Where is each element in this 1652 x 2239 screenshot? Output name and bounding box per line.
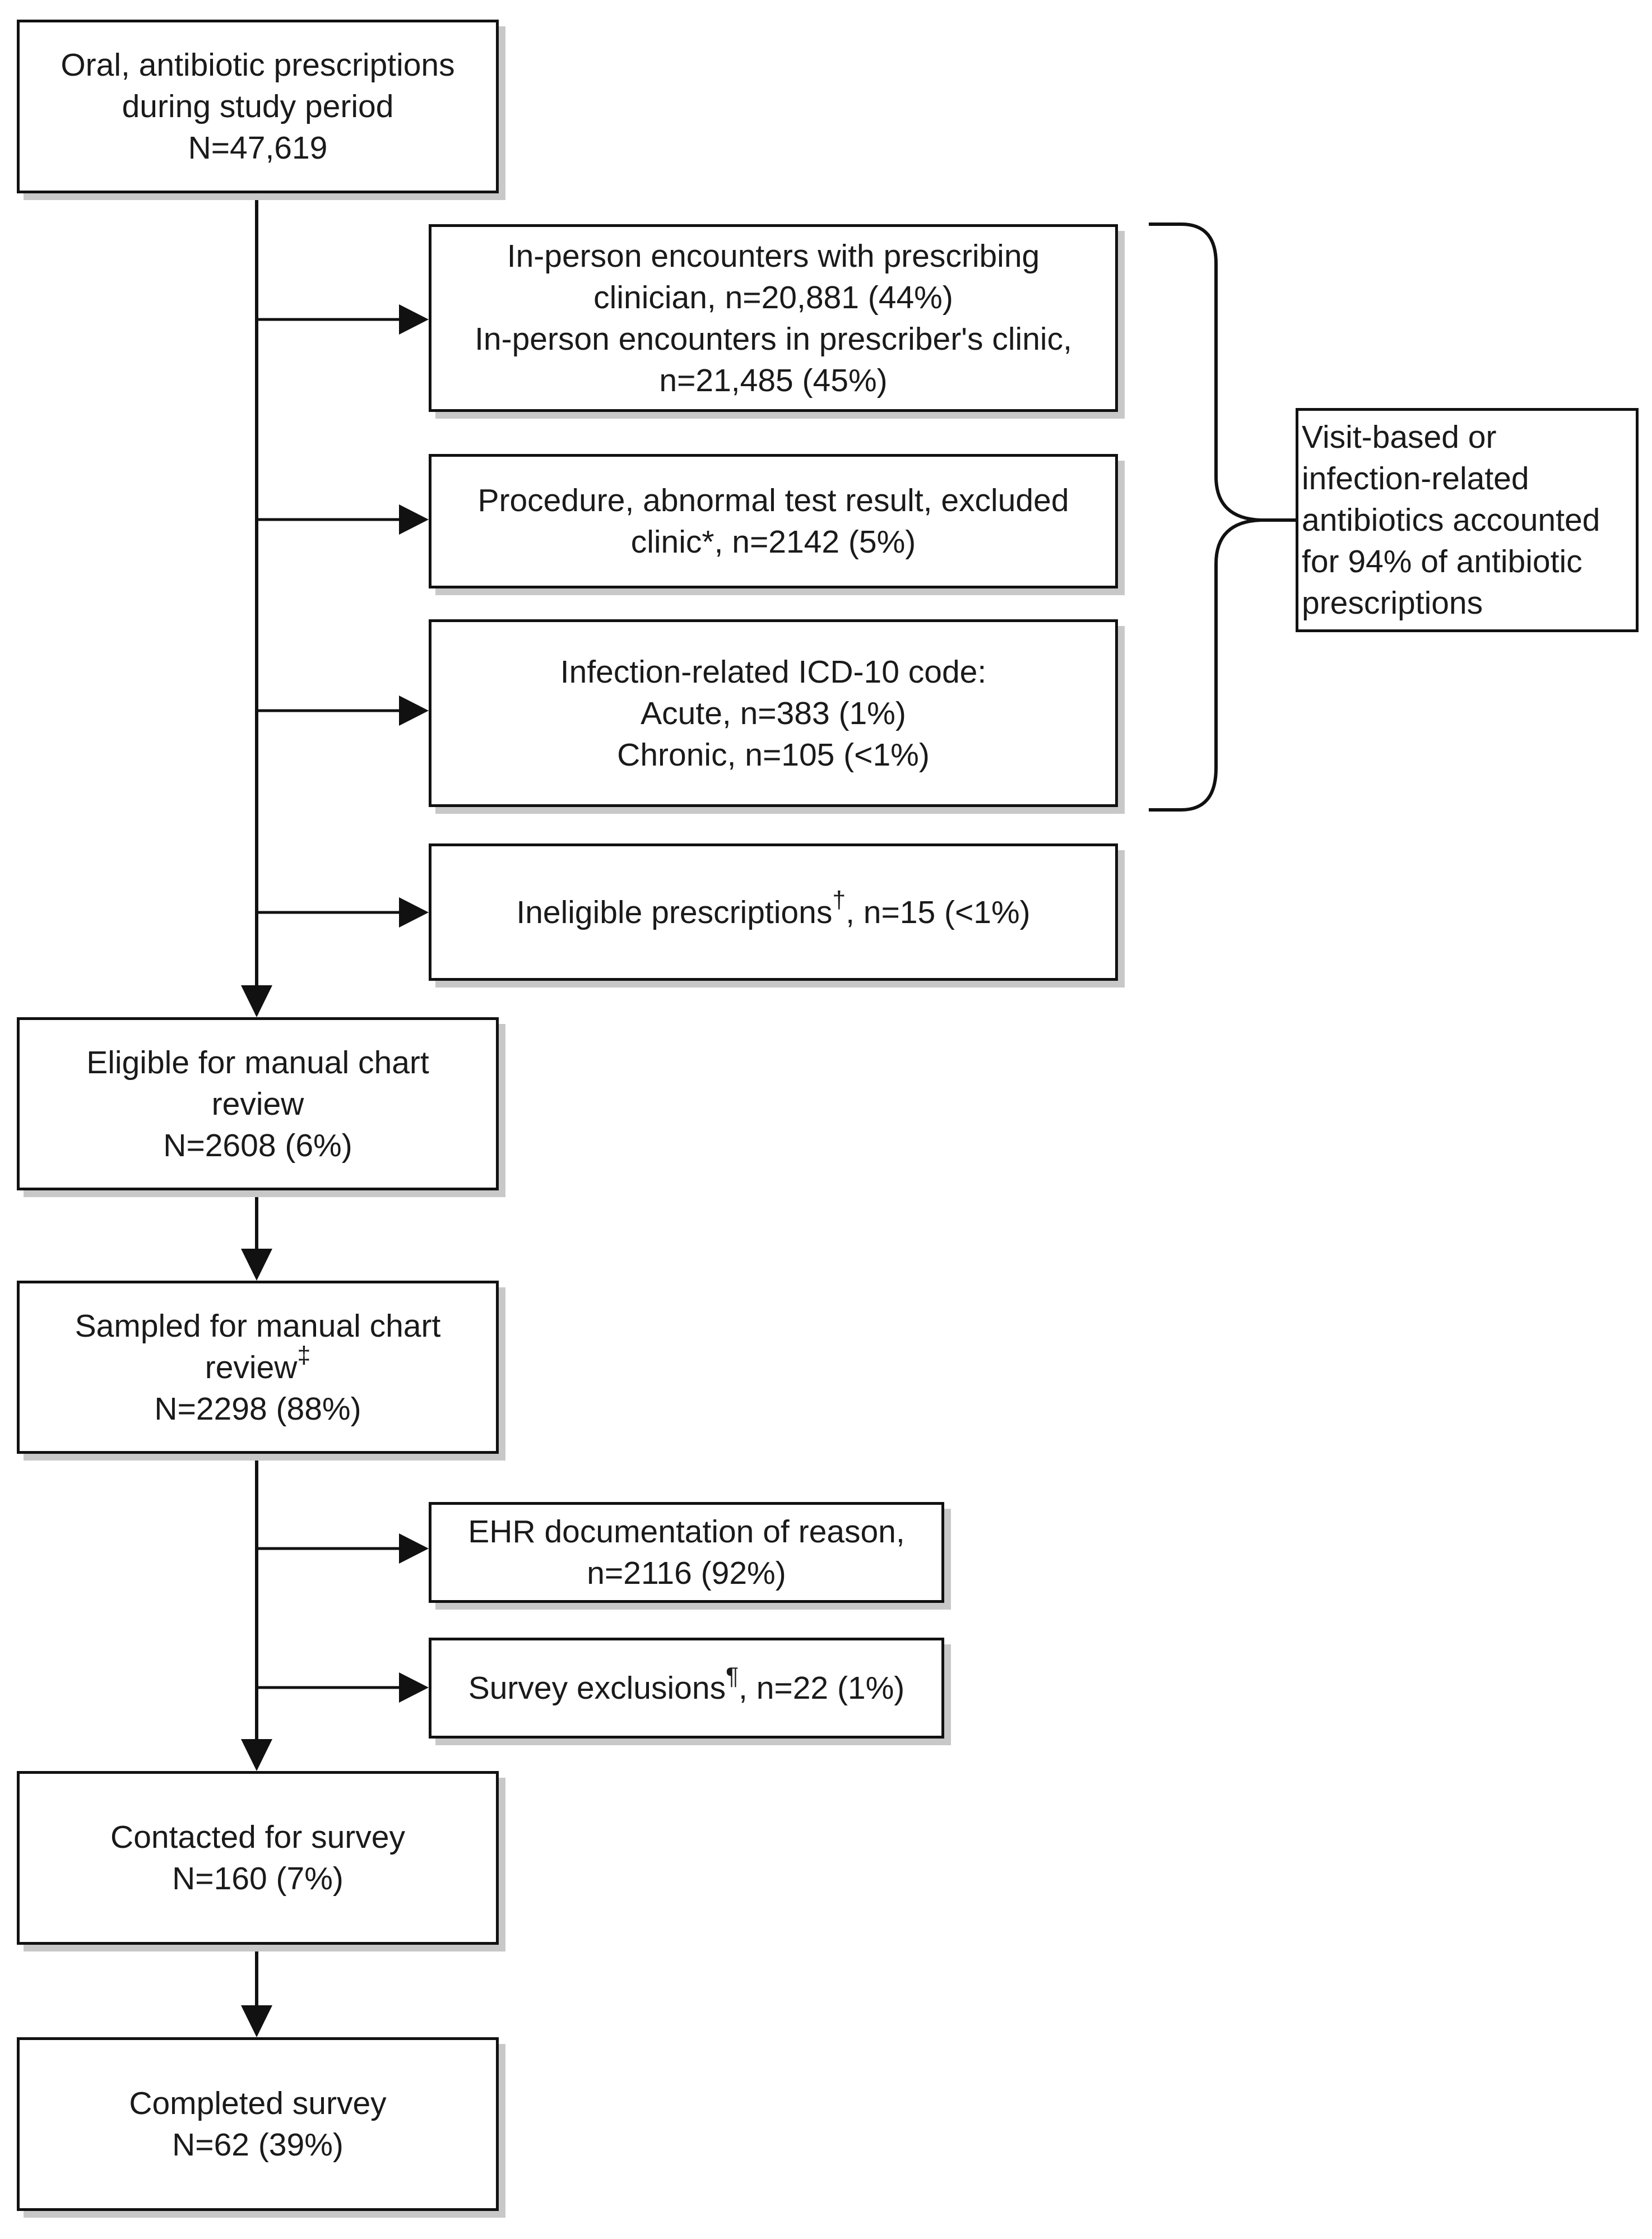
survey-exclusions-box: Survey exclusions¶, n=22 (1%)	[429, 1638, 944, 1739]
oral-prescriptions-count: N=47,619	[188, 130, 328, 166]
eligible-line2: review	[211, 1086, 304, 1122]
sampled-line2-wrap: review‡	[205, 1343, 311, 1388]
in-person-line3: In-person encounters in prescriber's cli…	[475, 321, 1072, 357]
infection-line3: Chronic, n=105 (<1%)	[617, 736, 930, 773]
grouping-brace	[1149, 222, 1261, 812]
in-person-line4: n=21,485 (45%)	[659, 362, 888, 398]
completed-line1: Completed survey	[129, 2085, 387, 2121]
infection-related-box: Infection-related ICD-10 code: Acute, n=…	[429, 619, 1118, 807]
ineligible-line: Ineligible prescriptions†, n=15 (<1%)	[516, 888, 1031, 933]
eligible-count: N=2608 (6%)	[163, 1127, 352, 1163]
ehr-line2: n=2116 (92%)	[587, 1555, 786, 1591]
note-line2: infection-related	[1302, 461, 1529, 497]
completed-box: Completed survey N=62 (39%)	[17, 2037, 499, 2211]
survey-exclusions-count: , n=22 (1%)	[739, 1670, 905, 1706]
ineligible-box: Ineligible prescriptions†, n=15 (<1%)	[429, 843, 1118, 981]
survey-exclusions-text: Survey exclusions	[468, 1670, 726, 1706]
in-person-encounters-box: In-person encounters with prescribing cl…	[429, 224, 1118, 412]
contacted-count: N=160 (7%)	[172, 1861, 344, 1897]
survey-exclusions-line: Survey exclusions¶, n=22 (1%)	[468, 1664, 905, 1709]
double-dagger-footnote-mark: ‡	[297, 1342, 311, 1369]
arrowhead-to-completed	[241, 2005, 272, 2037]
sampled-box: Sampled for manual chart review‡ N=2298 …	[17, 1281, 499, 1454]
arrowhead-to-procedure	[399, 504, 429, 535]
dagger-footnote-mark: †	[832, 887, 846, 914]
note-line1: Visit-based or	[1302, 419, 1497, 455]
note-line4: for 94% of antibiotic	[1302, 544, 1583, 580]
note-line5: prescriptions	[1302, 585, 1483, 621]
arrowhead-to-in-person	[399, 304, 429, 335]
procedure-line1: Procedure, abnormal test result, exclude…	[477, 483, 1069, 518]
infection-line2: Acute, n=383 (1%)	[641, 695, 906, 731]
arrowhead-to-eligible	[241, 985, 272, 1017]
visit-based-note-box: Visit-based or infection-related antibio…	[1296, 408, 1639, 632]
in-person-line2: clinician, n=20,881 (44%)	[593, 279, 953, 316]
procedure-box: Procedure, abnormal test result, exclude…	[429, 454, 1118, 588]
sampled-count: N=2298 (88%)	[154, 1390, 361, 1427]
sampled-line1: Sampled for manual chart	[75, 1308, 441, 1344]
arrowhead-to-ehr	[399, 1533, 429, 1564]
infection-line1: Infection-related ICD-10 code:	[560, 653, 987, 690]
ineligible-count: , n=15 (<1%)	[846, 894, 1031, 930]
note-line3: antibiotics accounted	[1302, 502, 1600, 538]
arrowhead-to-sampled	[241, 1249, 272, 1281]
ehr-documentation-box: EHR documentation of reason, n=2116 (92%…	[429, 1502, 944, 1603]
sampled-line2: review	[205, 1349, 298, 1385]
eligible-box: Eligible for manual chart review N=2608 …	[17, 1017, 499, 1190]
oral-prescriptions-line2: during study period	[122, 89, 394, 124]
eligible-line1: Eligible for manual chart	[86, 1044, 429, 1081]
contacted-box: Contacted for survey N=160 (7%)	[17, 1771, 499, 1945]
ehr-line1: EHR documentation of reason,	[468, 1514, 905, 1550]
ineligible-text: Ineligible prescriptions	[516, 894, 833, 930]
completed-count: N=62 (39%)	[172, 2127, 344, 2163]
oral-prescriptions-box: Oral, antibiotic prescriptions during st…	[17, 20, 499, 193]
procedure-line2: clinic*, n=2142 (5%)	[630, 524, 916, 560]
arrowhead-to-infection	[399, 696, 429, 726]
contacted-line1: Contacted for survey	[110, 1819, 405, 1855]
in-person-line1: In-person encounters with prescribing	[507, 238, 1040, 274]
oral-prescriptions-line1: Oral, antibiotic prescriptions	[61, 47, 455, 83]
arrowhead-to-contacted	[241, 1739, 272, 1771]
pilcrow-footnote-mark: ¶	[726, 1662, 739, 1690]
arrowhead-to-ineligible	[399, 897, 429, 928]
arrowhead-to-survey-exclusions	[399, 1672, 429, 1703]
